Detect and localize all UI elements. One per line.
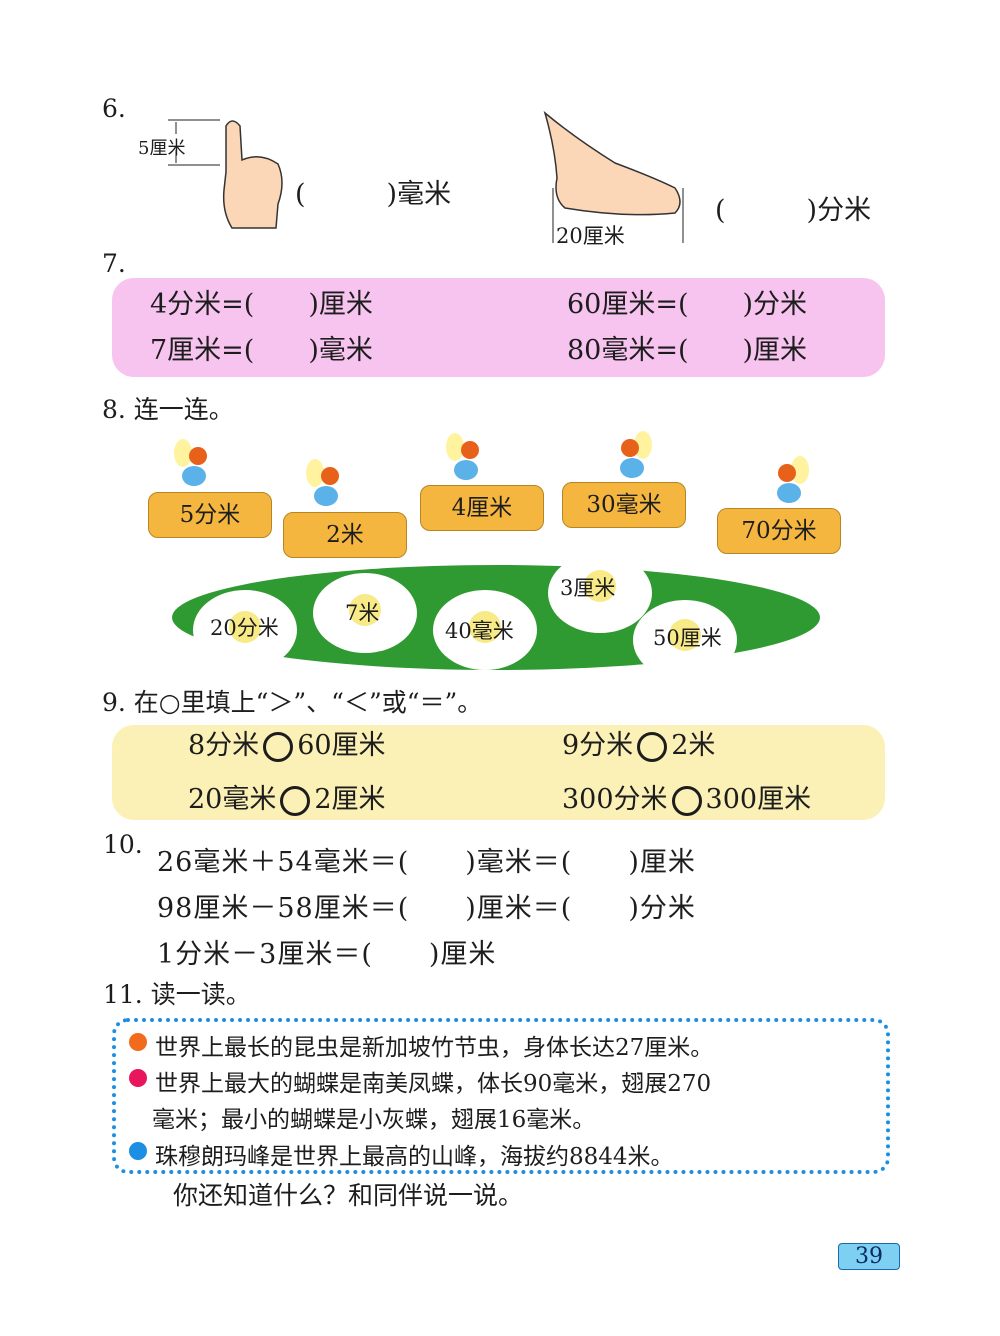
q8-title: 8. 连一连。 (102, 395, 234, 424)
foot-length-label: 20厘米 (556, 224, 625, 248)
q9-item: 8分米 60厘米 (188, 731, 386, 762)
bee-sign[interactable]: 5分米 (148, 492, 272, 538)
q9-right: 2米 (671, 730, 716, 761)
q9-item: 300分米 300厘米 (562, 785, 811, 816)
q9-right: 300厘米 (705, 784, 812, 815)
q9-left: 9分米 (562, 730, 634, 761)
facts-box (112, 1018, 890, 1174)
q7-item[interactable]: 80毫米=( )厘米 (567, 335, 808, 366)
bee-sign[interactable]: 4厘米 (420, 485, 544, 531)
finger-illustration (168, 119, 283, 229)
q6-number: 6. (102, 94, 126, 123)
flower-icon (548, 553, 652, 633)
q9-left: 300分米 (562, 784, 668, 815)
compare-circle[interactable] (263, 731, 294, 762)
foot-answer-blank[interactable]: ( )分米 (715, 195, 872, 226)
bee-icon (777, 456, 809, 503)
finger-length-label: 5厘米 (138, 138, 186, 159)
q7-item[interactable]: 4分米=( )厘米 (150, 289, 373, 320)
q10-row[interactable]: 26毫米＋54毫米＝( )毫米＝( )厘米 (157, 847, 696, 878)
q10-number: 10. (103, 830, 143, 859)
pink-bullet-icon (129, 1069, 147, 1087)
flower-icon (313, 573, 417, 653)
bee-icon (174, 439, 207, 486)
q9-left: 20毫米 (188, 784, 277, 815)
blue-bullet-icon (129, 1142, 147, 1160)
flower-label[interactable]: 50厘米 (653, 626, 722, 650)
flower-icon (193, 590, 297, 670)
flower-icon (433, 590, 537, 670)
q9-right: 2厘米 (314, 784, 386, 815)
finger-answer-blank[interactable]: ( )毫米 (295, 179, 452, 210)
flower-label[interactable]: 3厘米 (560, 576, 616, 600)
compare-circle[interactable] (671, 785, 702, 816)
flower-label[interactable]: 40毫米 (445, 619, 514, 643)
foot-illustration (543, 110, 684, 243)
fact-text: 珠穆朗玛峰是世界上最高的山峰，海拔约8844米。 (155, 1144, 674, 1170)
q9-left: 8分米 (188, 730, 260, 761)
flower-label[interactable]: 20分米 (210, 616, 279, 640)
compare-circle[interactable] (637, 731, 668, 762)
q9-item: 20毫米 2厘米 (188, 785, 386, 816)
q10-row[interactable]: 1分米－3厘米＝( )厘米 (157, 939, 497, 970)
fact-text: 毫米；最小的蝴蝶是小灰蝶，翅展16毫米。 (152, 1107, 596, 1133)
q10-row[interactable]: 98厘米－58厘米＝( )厘米＝( )分米 (157, 893, 696, 924)
bee-icon (620, 431, 652, 478)
q9-title: 9. 在○里填上“＞”、“＜”或“＝”。 (102, 688, 483, 717)
discussion-prompt: 你还知道什么？和同伴说一说。 (173, 1181, 524, 1210)
fact-text: 世界上最长的昆虫是新加坡竹节虫，身体长达27厘米。 (155, 1035, 714, 1061)
q7-box (112, 278, 885, 377)
q9-box (112, 725, 885, 820)
q7-item[interactable]: 60厘米=( )分米 (567, 289, 808, 320)
q7-item[interactable]: 7厘米=( )毫米 (150, 335, 373, 366)
flower-icon (633, 600, 737, 680)
page-number: 39 (838, 1243, 900, 1270)
bee-sign[interactable]: 70分米 (717, 508, 841, 554)
compare-circle[interactable] (280, 785, 311, 816)
q7-number: 7. (102, 249, 126, 278)
q11-title: 11. 读一读。 (103, 980, 251, 1009)
bee-sign[interactable]: 2米 (283, 512, 407, 558)
fact-text: 世界上最大的蝴蝶是南美凤蝶，体长90毫米，翅展270 (155, 1071, 712, 1097)
orange-bullet-icon (129, 1033, 147, 1051)
bee-sign[interactable]: 30毫米 (562, 482, 686, 528)
bee-icon (306, 459, 339, 506)
flower-label[interactable]: 7米 (345, 601, 380, 625)
q9-item: 9分米 2米 (562, 731, 715, 762)
bee-icon (446, 433, 479, 480)
q9-right: 60厘米 (297, 730, 386, 761)
